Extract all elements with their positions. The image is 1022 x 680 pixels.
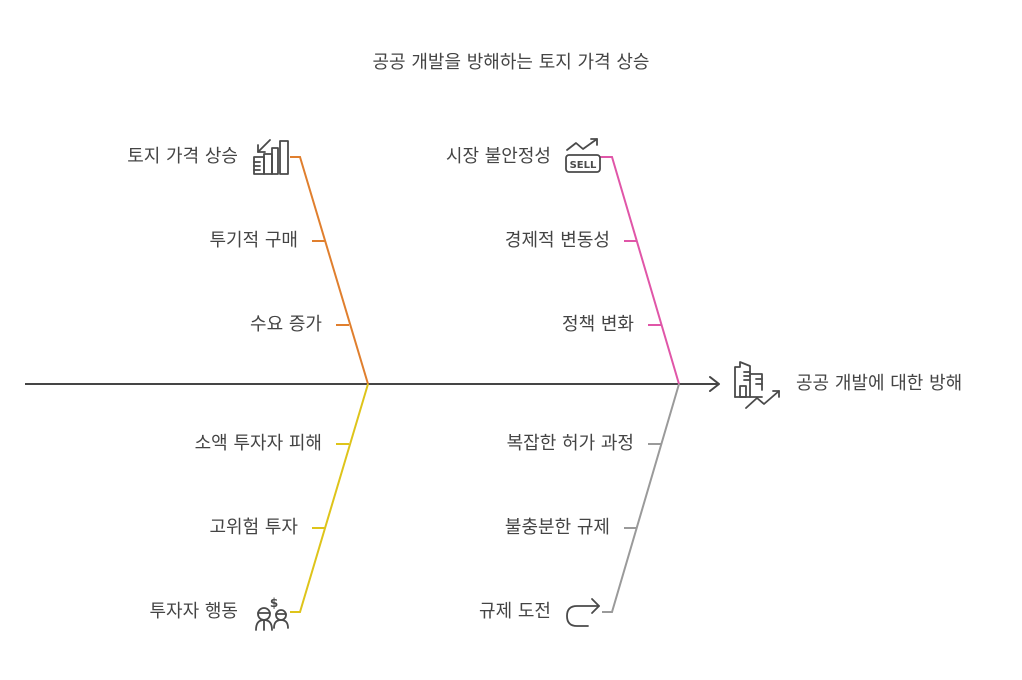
bar-chart-down-arrow-icon	[253, 139, 289, 175]
cause-label-economic-volatility: 경제적 변동성	[504, 230, 610, 251]
branch-bottom-right	[602, 383, 680, 613]
branch-top-right	[600, 156, 680, 385]
investors-money-icon: $	[255, 596, 289, 631]
cause-label-demand-increase: 수요 증가	[250, 314, 322, 335]
branch-bottom-left	[290, 383, 369, 613]
svg-text:$: $	[270, 596, 278, 610]
cause-label-complex-permit-process: 복잡한 허가 과정	[506, 433, 634, 454]
category-label-land-price-rise: 토지 가격 상승	[127, 146, 238, 167]
cause-label-policy-change: 정책 변화	[562, 314, 634, 335]
category-label-market-instability: 시장 불안정성	[445, 146, 551, 167]
category-label-regulatory-challenge: 규제 도전	[479, 601, 551, 622]
redirect-arrow-icon	[566, 598, 600, 627]
sell-trend-icon: SELL	[565, 138, 601, 173]
cause-label-high-risk-investment: 고위험 투자	[209, 517, 298, 538]
cause-label-insufficient-regulation: 불충분한 규제	[504, 517, 610, 538]
effect-label: 공공 개발에 대한 방해	[796, 373, 963, 394]
svg-text:SELL: SELL	[570, 160, 597, 171]
category-label-investor-behavior: 투자자 행동	[149, 601, 238, 622]
cause-label-speculative-buying: 투기적 구매	[209, 230, 298, 251]
diagram-title: 공공 개발을 방해하는 토지 가격 상승	[372, 52, 650, 73]
spine-arrowhead	[709, 376, 720, 392]
cause-label-small-investor-damage: 소액 투자자 피해	[194, 433, 322, 454]
branch-top-left	[290, 156, 369, 385]
building-growth-icon	[734, 361, 780, 409]
